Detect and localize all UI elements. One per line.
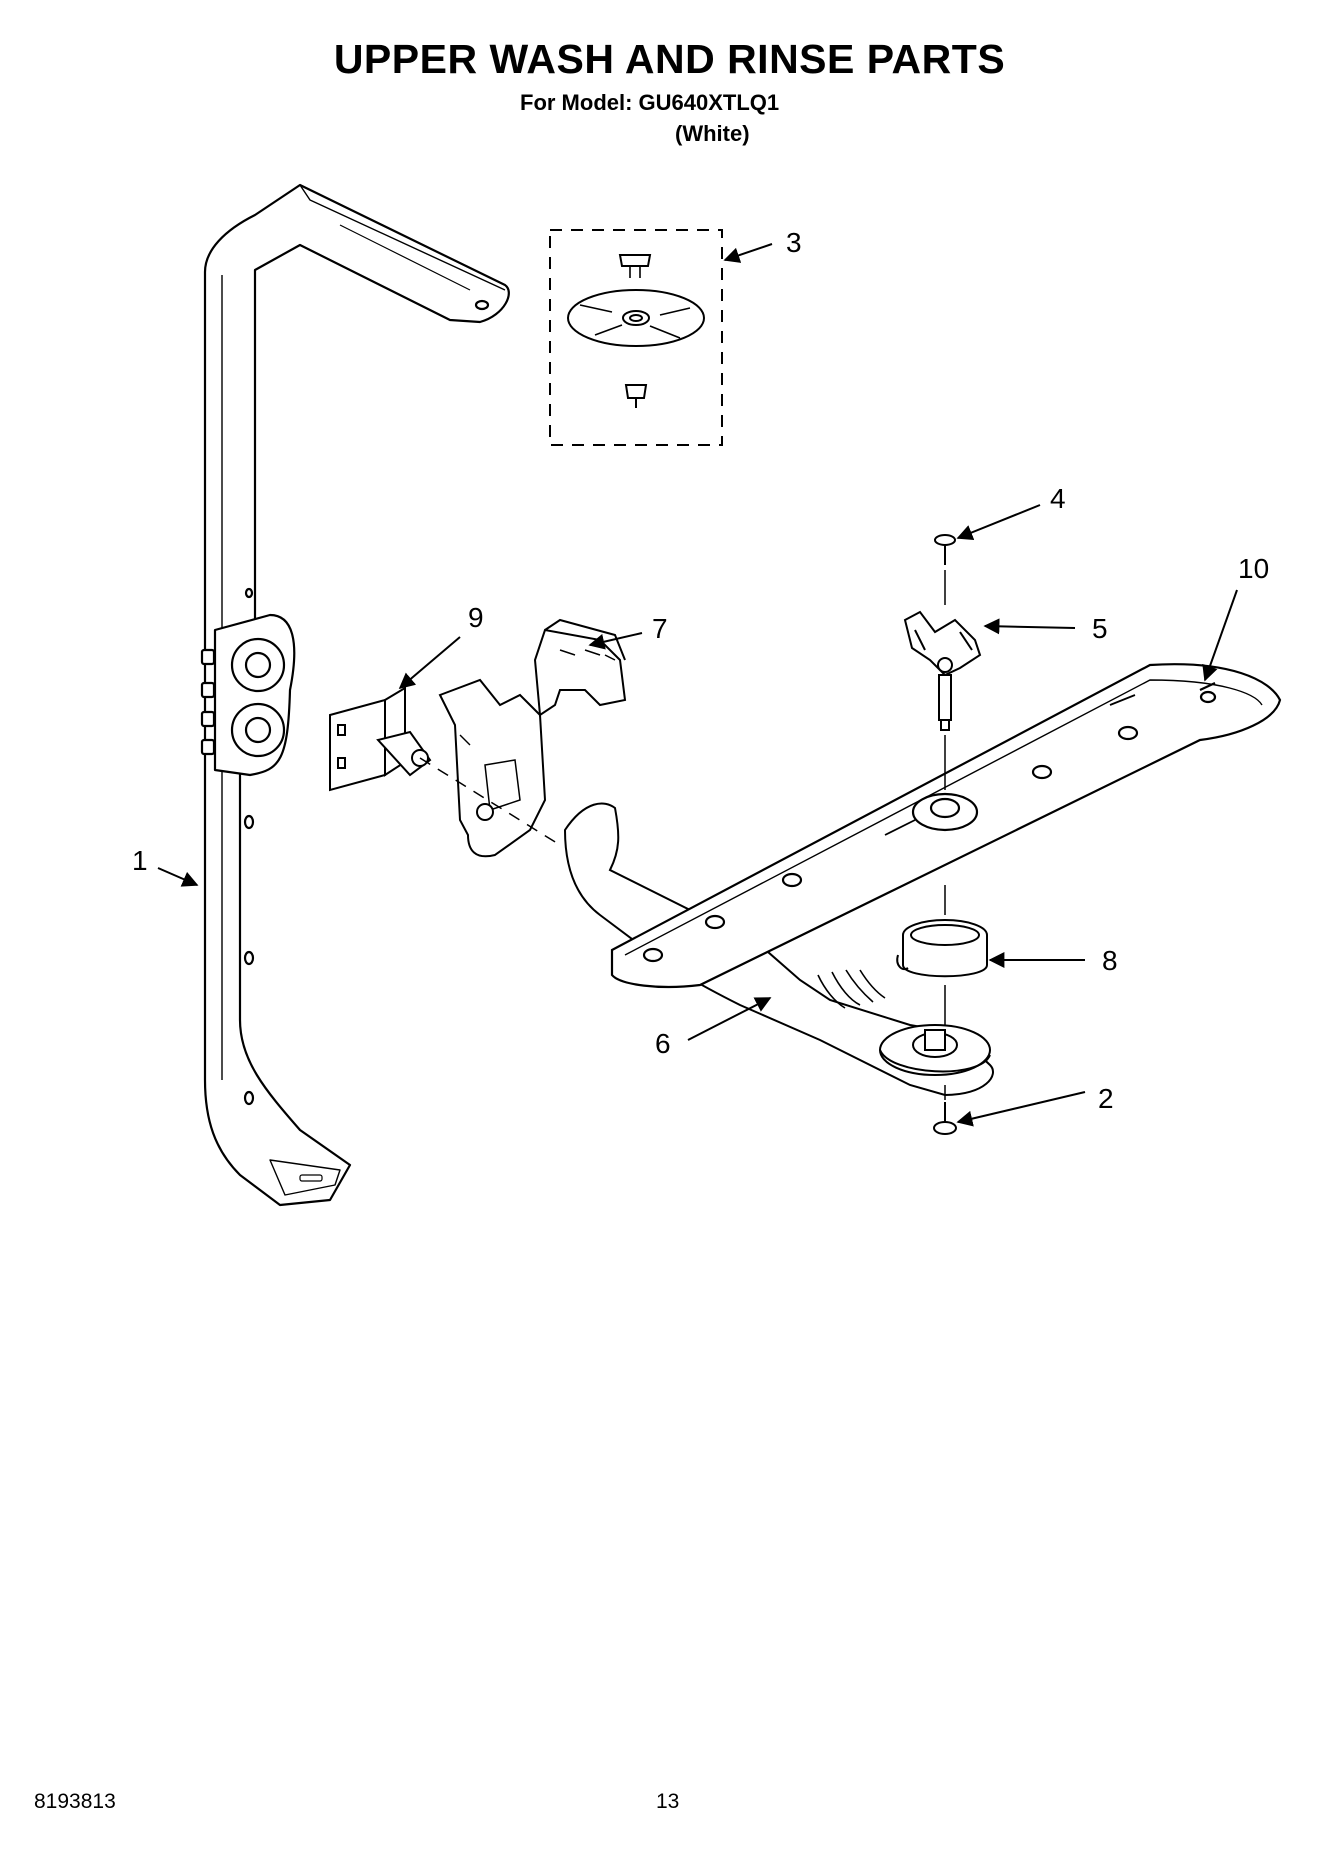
variant-label: (White) (675, 121, 750, 146)
part-10-spray-arm (610, 663, 1282, 989)
callout-7: 7 (652, 613, 668, 644)
part-3-fan-assembly (549, 229, 723, 446)
part-5-bearing-clip (903, 610, 982, 731)
callout-8: 8 (1102, 945, 1118, 976)
callout-4: 4 (1050, 483, 1066, 514)
part-4-screw (934, 534, 956, 565)
callout-9: 9 (468, 602, 484, 633)
callout-1: 1 (132, 845, 148, 876)
part-2-screw (933, 1102, 957, 1135)
callout-5: 5 (1092, 613, 1108, 644)
leader-lines (157, 243, 1238, 1127)
alignment-line (419, 757, 561, 846)
callout-2: 2 (1098, 1083, 1114, 1114)
callout-labels: 1 2 3 4 5 6 7 8 9 10 (132, 227, 1269, 1114)
page-title: UPPER WASH AND RINSE PARTS (333, 36, 1006, 82)
part-1-supply-tube (200, 183, 510, 1207)
callout-10: 10 (1238, 553, 1269, 584)
part-7-mount-bracket (438, 618, 627, 858)
document-number: 8193813 (34, 1790, 116, 1813)
page-number: 13 (656, 1790, 680, 1813)
part-9-nozzle-bracket (329, 686, 432, 792)
callout-6: 6 (655, 1028, 671, 1059)
model-label: For Model: GU640XTLQ1 (520, 90, 780, 115)
part-8-seal-ring (896, 919, 988, 978)
callout-3: 3 (786, 227, 802, 258)
